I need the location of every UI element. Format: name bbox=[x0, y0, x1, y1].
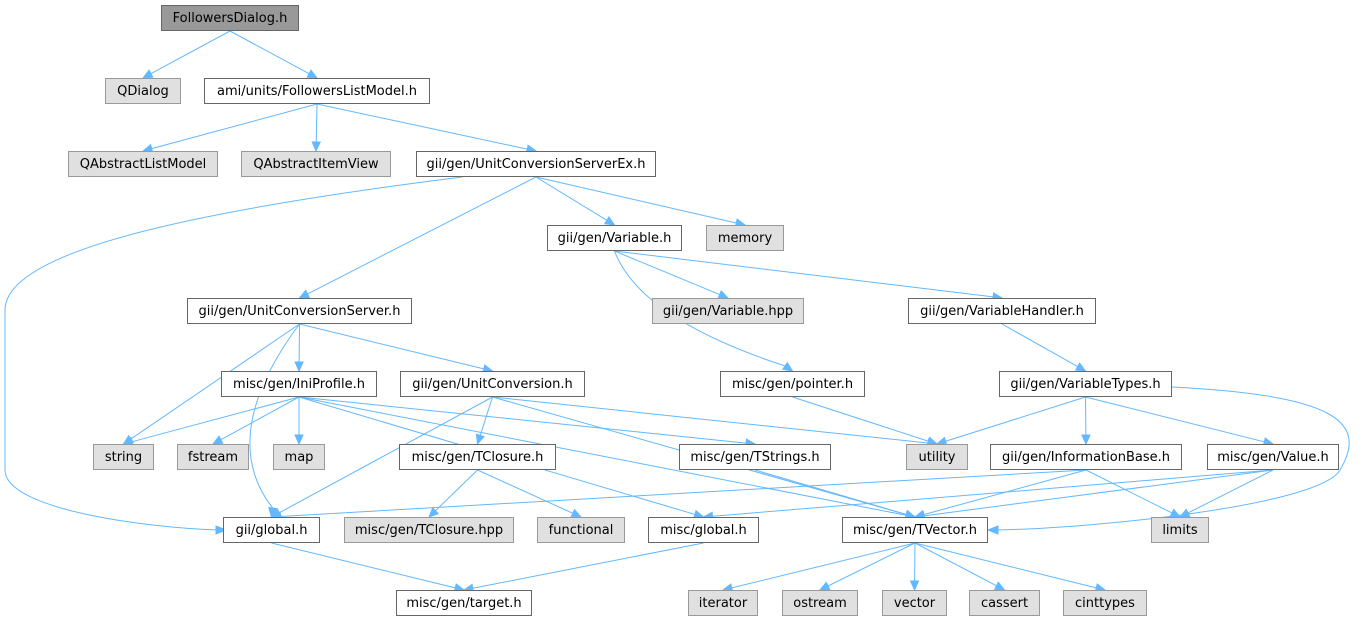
edge-iniprofile-to-tstrings bbox=[298, 396, 747, 444]
edge-unitconversionserverex-to-memory bbox=[535, 176, 737, 224]
edge-unitconversion-to-tclosure bbox=[479, 396, 493, 436]
node-cinttypes: cinttypes bbox=[1063, 590, 1147, 616]
edge-value-to-miscglobal bbox=[712, 469, 1274, 517]
edge-unitconversionserver-to-unitconversion bbox=[299, 323, 484, 370]
node-tvector[interactable]: misc/gen/TVector.h bbox=[842, 517, 988, 543]
node-ostream: ostream bbox=[782, 590, 858, 616]
node-string: string bbox=[93, 444, 154, 470]
edge-variabletypes-to-tvector bbox=[995, 386, 1350, 531]
edge-tvector-to-ostream bbox=[827, 542, 916, 587]
edge-value-to-tvector bbox=[923, 469, 1274, 517]
node-tstrings[interactable]: misc/gen/TStrings.h bbox=[679, 444, 831, 470]
edge-arrowhead-unitconversionserver-to-iniprofile bbox=[294, 361, 304, 373]
edge-giiglobal-to-target bbox=[271, 542, 456, 589]
edge-unitconversionserver-to-giiglobal bbox=[249, 323, 300, 509]
edge-arrowhead-tvector-to-cassert bbox=[993, 581, 1006, 591]
edge-followerslistmodel-to-qabstractitemview bbox=[315, 103, 318, 143]
edge-variable-to-variablehpp bbox=[614, 250, 720, 296]
edge-arrowhead-iniprofile-to-map bbox=[294, 434, 304, 446]
edge-tvector-to-cinttypes bbox=[914, 542, 1097, 589]
node-qdialog: QDialog bbox=[105, 78, 181, 104]
node-unitconversion[interactable]: gii/gen/UnitConversion.h bbox=[400, 371, 585, 397]
edge-unitconversionserverex-to-variable bbox=[535, 176, 608, 221]
edge-iniprofile-to-tvector bbox=[298, 396, 907, 516]
edge-followersdialog-to-followerslistmodel bbox=[229, 30, 310, 75]
node-iterator: iterator bbox=[688, 590, 758, 616]
edge-unitconversionserverex-to-giiglobal bbox=[4, 176, 463, 531]
node-variablehpp: gii/gen/Variable.hpp bbox=[652, 298, 804, 324]
edge-variable-to-variablehandler bbox=[614, 250, 994, 298]
edge-variablehandler-to-variabletypes bbox=[1001, 323, 1078, 368]
edge-arrowhead-followersdialog-to-qdialog bbox=[141, 69, 154, 79]
edge-arrowhead-variabletypes-to-tvector bbox=[986, 525, 999, 535]
edge-tstrings-to-tvector bbox=[754, 469, 907, 515]
node-miscglobal[interactable]: misc/global.h bbox=[648, 517, 759, 543]
node-unitconversionserverex[interactable]: gii/gen/UnitConversionServerEx.h bbox=[416, 151, 656, 177]
node-target[interactable]: misc/gen/target.h bbox=[396, 590, 532, 616]
edge-tvector-to-iterator bbox=[731, 542, 916, 589]
edge-arrowhead-tclosure-to-tclosurehpp bbox=[428, 506, 440, 518]
edge-arrowhead-unitconversionserverex-to-giiglobal bbox=[215, 525, 228, 535]
node-memory: memory bbox=[706, 225, 784, 251]
edge-arrowhead-unitconversionserverex-to-unitconversionserver bbox=[298, 289, 311, 299]
edge-followersdialog-to-qdialog bbox=[150, 30, 231, 75]
edge-arrowhead-variablehandler-to-variabletypes bbox=[1074, 362, 1087, 372]
edge-arrowhead-tvector-to-ostream bbox=[818, 581, 831, 591]
node-tclosurehpp: misc/gen/TClosure.hpp bbox=[344, 517, 514, 543]
edge-tclosure-to-tclosurehpp bbox=[435, 469, 478, 512]
edge-arrowhead-variable-to-pointer bbox=[781, 361, 794, 372]
edge-tclosure-to-functional bbox=[477, 469, 574, 514]
node-cassert: cassert bbox=[969, 590, 1040, 616]
edge-miscglobal-to-target bbox=[472, 542, 704, 589]
edge-unitconversion-to-giiglobal bbox=[279, 396, 493, 514]
edge-informationbase-to-giiglobal bbox=[280, 469, 1087, 517]
edge-followerslistmodel-to-qabstractlistmodel bbox=[151, 103, 318, 150]
node-value[interactable]: misc/gen/Value.h bbox=[1207, 444, 1339, 470]
node-qabstractitemview: QAbstractItemView bbox=[241, 151, 391, 177]
node-map: map bbox=[273, 444, 325, 470]
edge-arrowhead-tclosure-to-functional bbox=[570, 508, 583, 518]
node-informationbase[interactable]: gii/gen/InformationBase.h bbox=[990, 444, 1182, 470]
node-variabletypes[interactable]: gii/gen/VariableTypes.h bbox=[999, 371, 1172, 397]
node-pointer[interactable]: misc/gen/pointer.h bbox=[720, 371, 865, 397]
edge-arrowhead-iniprofile-to-fstream bbox=[211, 435, 224, 445]
edge-variabletypes-to-value bbox=[1085, 396, 1265, 443]
edge-arrowhead-followerslistmodel-to-qabstractitemview bbox=[311, 141, 321, 153]
node-tclosure[interactable]: misc/gen/TClosure.h bbox=[399, 444, 556, 470]
edge-unitconversion-to-utility bbox=[492, 396, 929, 444]
edge-informationbase-to-limits bbox=[1085, 469, 1173, 514]
edge-pointer-to-utility bbox=[792, 396, 929, 442]
edge-arrowhead-value-to-limits bbox=[1178, 508, 1191, 518]
edge-arrowhead-variabletypes-to-informationbase bbox=[1081, 434, 1091, 446]
node-followersdialog: FollowersDialog.h bbox=[161, 5, 299, 31]
node-fstream: fstream bbox=[177, 444, 249, 470]
edge-arrowhead-unitconversionserverex-to-variable bbox=[603, 215, 616, 226]
edge-arrowhead-followersdialog-to-followerslistmodel bbox=[306, 69, 319, 79]
edge-arrowhead-unitconversion-to-tclosure bbox=[475, 433, 485, 446]
node-utility: utility bbox=[906, 444, 968, 470]
node-functional: functional bbox=[537, 517, 625, 543]
edge-variabletypes-to-utility bbox=[945, 396, 1086, 442]
edge-unitconversionserver-to-string bbox=[130, 323, 300, 440]
edge-arrowhead-tvector-to-vector bbox=[909, 580, 920, 592]
node-followerslistmodel[interactable]: ami/units/FollowersListModel.h bbox=[204, 78, 430, 104]
node-vector: vector bbox=[882, 590, 947, 616]
node-iniprofile[interactable]: misc/gen/IniProfile.h bbox=[221, 371, 377, 397]
edge-tvector-to-cassert bbox=[914, 542, 997, 587]
edge-unitconversionserverex-to-unitconversionserver bbox=[307, 176, 537, 295]
edge-iniprofile-to-fstream bbox=[220, 396, 300, 441]
edge-iniprofile-to-string bbox=[132, 396, 300, 443]
edge-value-to-limits bbox=[1187, 469, 1274, 514]
edge-followerslistmodel-to-unitconversionserverex bbox=[316, 103, 528, 150]
node-unitconversionserver[interactable]: gii/gen/UnitConversionServer.h bbox=[187, 298, 412, 324]
node-variablehandler[interactable]: gii/gen/VariableHandler.h bbox=[908, 298, 1096, 324]
edge-arrowhead-informationbase-to-limits bbox=[1169, 508, 1182, 518]
node-qabstractlistmodel: QAbstractListModel bbox=[68, 151, 218, 177]
node-limits: limits bbox=[1151, 517, 1209, 543]
node-variable[interactable]: gii/gen/Variable.h bbox=[547, 225, 682, 251]
node-giiglobal[interactable]: gii/global.h bbox=[223, 517, 320, 543]
